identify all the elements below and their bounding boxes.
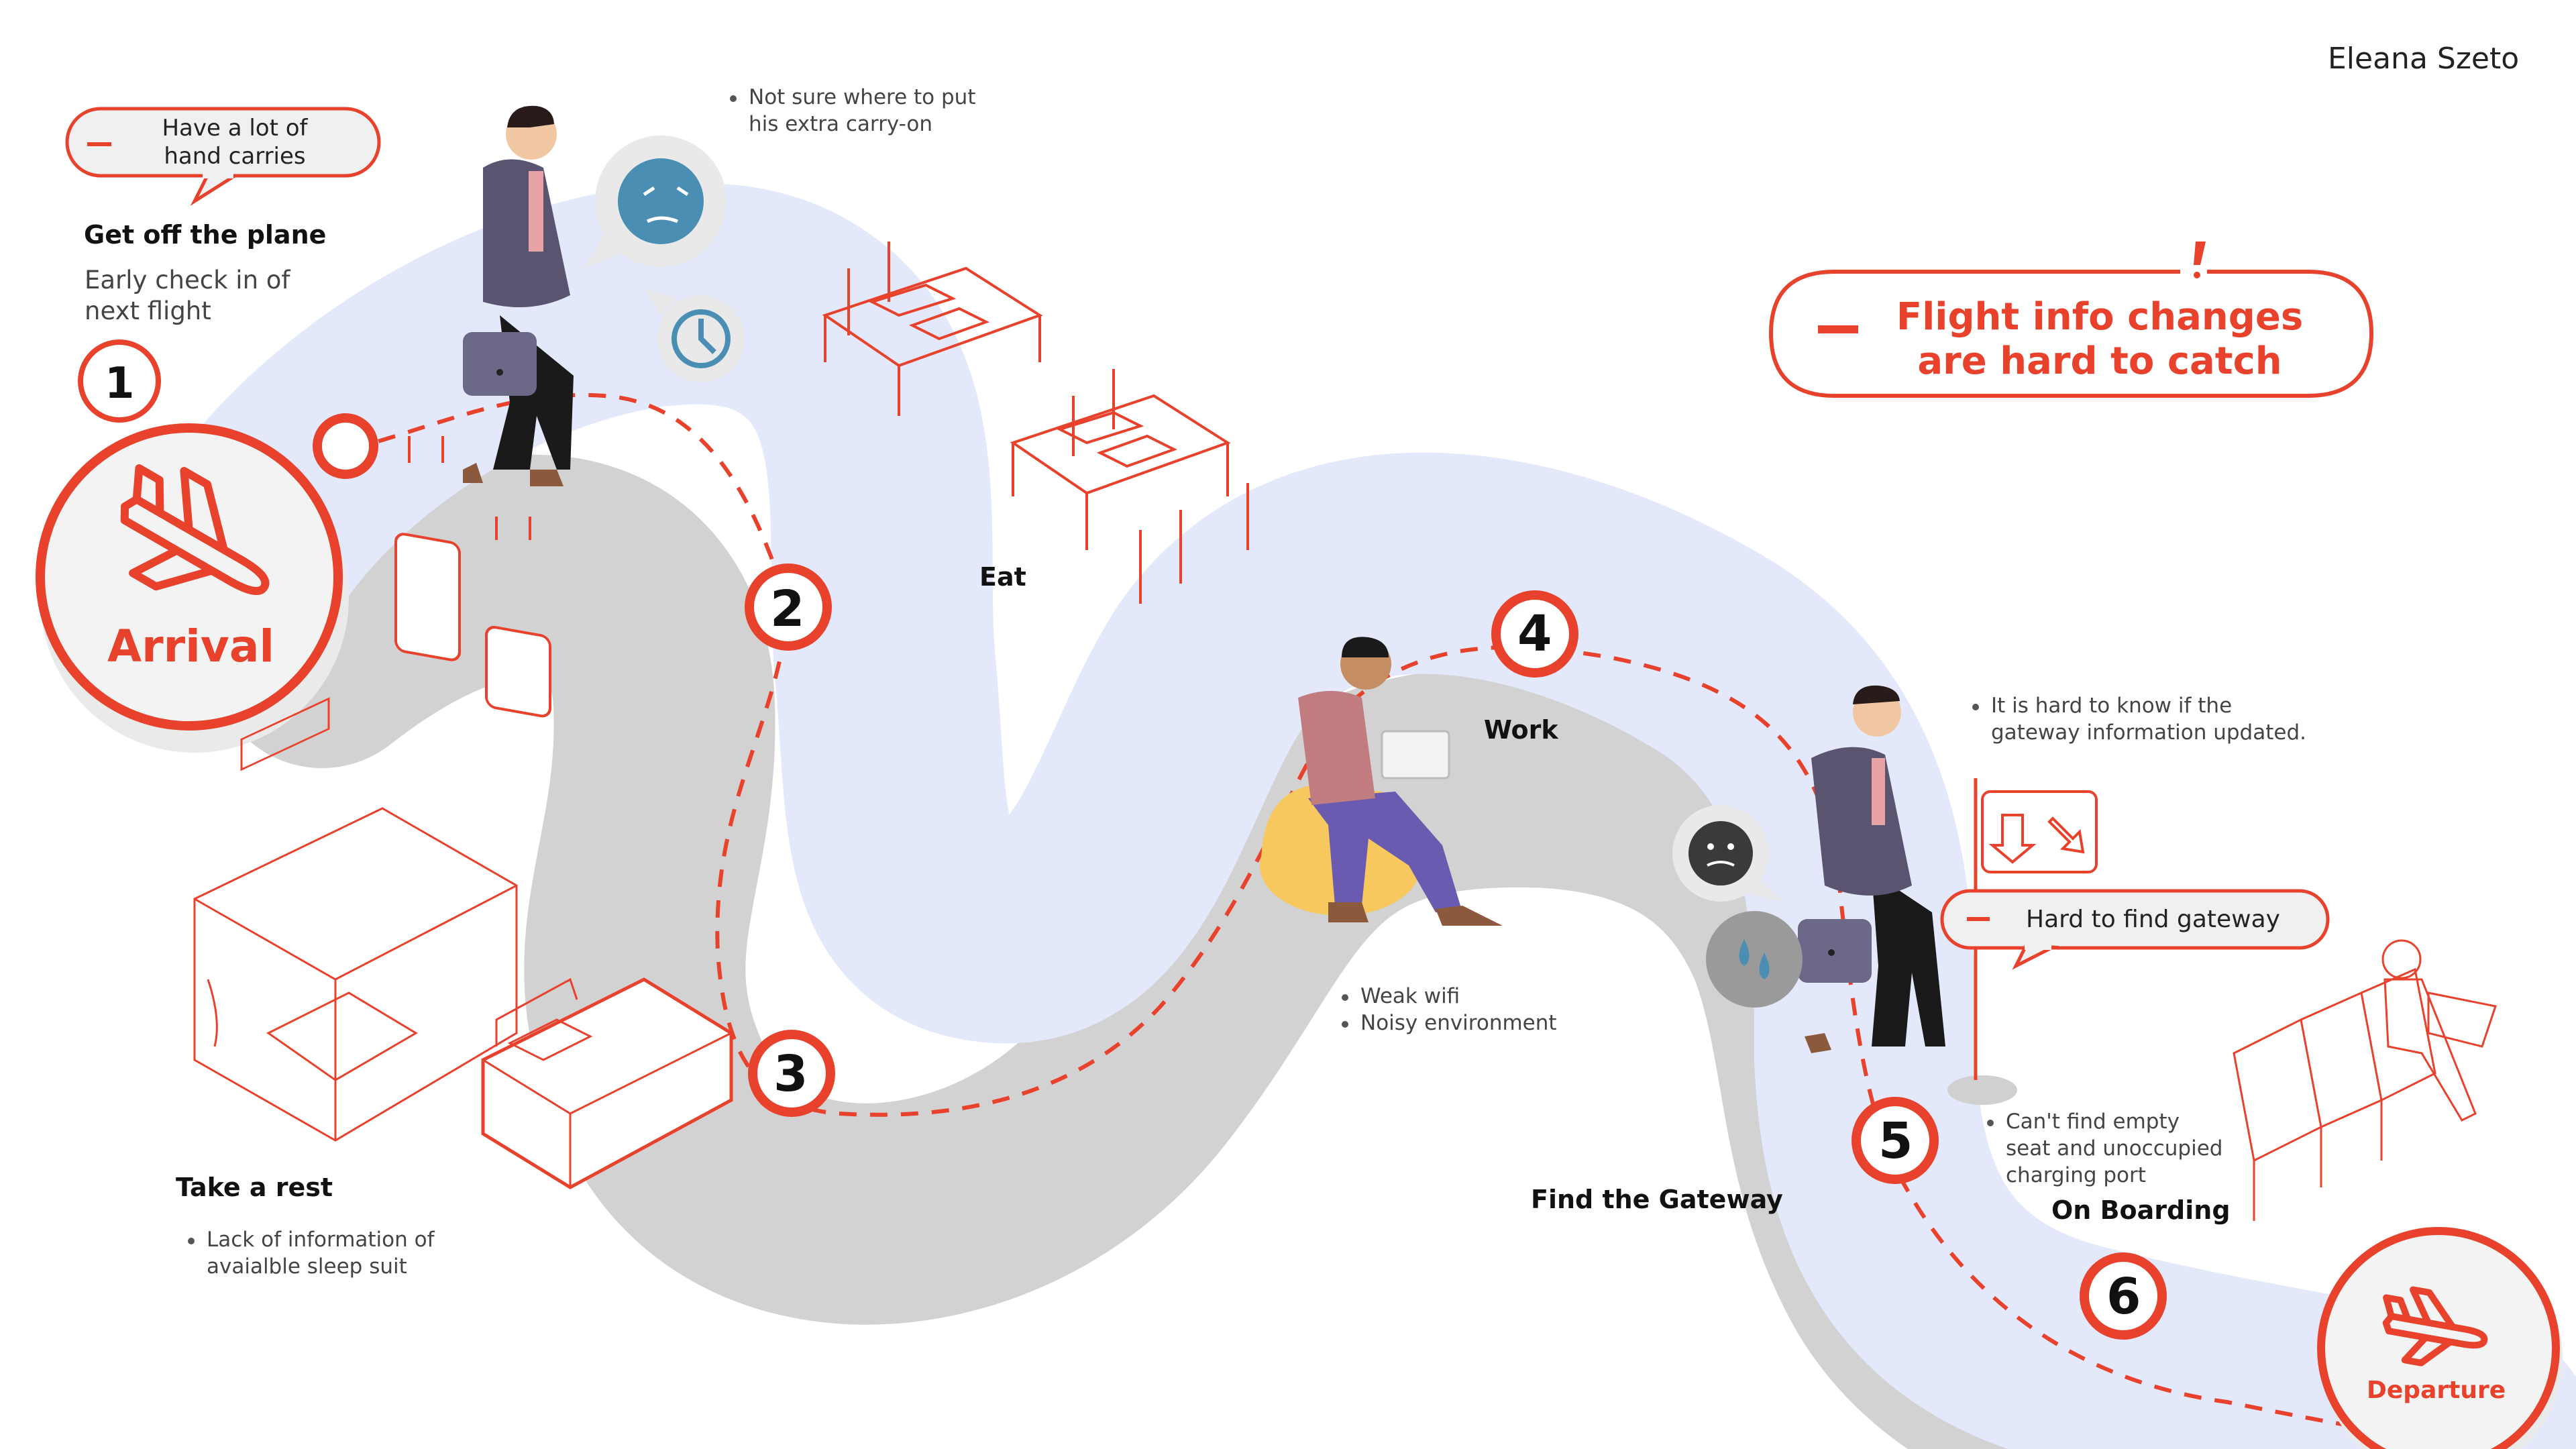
step-6-number: 6 bbox=[2106, 1268, 2141, 1326]
step-4-title: Work bbox=[1484, 715, 1558, 745]
luggage-illustration bbox=[394, 436, 551, 718]
step-1-number: 1 bbox=[105, 359, 135, 409]
step-3-number: 3 bbox=[773, 1045, 808, 1103]
carry-on-note: Not sure where to put his extra carry-on bbox=[730, 84, 975, 138]
rest-note: Lack of information of avaialble sleep s… bbox=[188, 1226, 435, 1280]
gateway-callout-text: Hard to find gateway bbox=[2026, 906, 2280, 933]
worried-face-icon bbox=[1688, 821, 1753, 885]
flight-info-callout bbox=[1768, 241, 2374, 398]
author-name: Eleana Szeto bbox=[2328, 42, 2520, 76]
step-markers bbox=[78, 339, 2167, 1340]
step-5-title: Find the Gateway bbox=[1531, 1185, 1783, 1214]
step-2-marker bbox=[745, 564, 832, 651]
arrival-station bbox=[36, 423, 349, 753]
traveler-phone-illustration bbox=[1798, 685, 1945, 1053]
airplane-icon bbox=[120, 464, 270, 595]
confused-thought-bubble bbox=[584, 136, 745, 382]
sweat-drops-icon bbox=[1739, 939, 1770, 979]
step-6-marker bbox=[2080, 1252, 2167, 1340]
step-1-marker bbox=[78, 339, 161, 423]
stress-thought-bubbles bbox=[1672, 805, 1803, 1008]
step-3-marker bbox=[748, 1030, 835, 1117]
step-4-number: 4 bbox=[1517, 605, 1552, 663]
airplane-icon bbox=[2382, 1286, 2488, 1366]
departure-label: Departure bbox=[2367, 1377, 2506, 1404]
hand-carries-text: Have a lot of hand carries bbox=[162, 115, 308, 170]
clock-icon bbox=[672, 309, 731, 368]
step-6-title: On Boarding bbox=[2051, 1195, 2231, 1225]
step-3-title: Take a rest bbox=[176, 1173, 333, 1202]
dining-tables-illustration bbox=[822, 241, 1249, 604]
direction-sign-icon bbox=[1988, 814, 2085, 864]
boarding-seats-illustration bbox=[2233, 939, 2497, 1221]
step-4-marker bbox=[1491, 590, 1578, 678]
traveler-working-illustration bbox=[1260, 637, 1503, 926]
step-1-title: Get off the plane bbox=[84, 220, 327, 250]
exclamation-icon bbox=[2194, 241, 2206, 278]
worried-face-icon bbox=[618, 158, 704, 244]
traveler-walking-illustration bbox=[463, 105, 574, 486]
flight-info-text: Flight info changes are hard to catch bbox=[1896, 295, 2304, 383]
step-5-marker bbox=[1851, 1097, 1939, 1184]
boarding-note: Can't find empty seat and unoccupied cha… bbox=[1987, 1108, 2222, 1189]
hotel-room-illustration bbox=[193, 697, 733, 1189]
gateway-note: It is hard to know if the gateway inform… bbox=[1972, 692, 2306, 746]
gateway-callout bbox=[1940, 889, 2330, 970]
step-2-number: 2 bbox=[770, 580, 805, 638]
step-5-number: 5 bbox=[1878, 1112, 1913, 1170]
gateway-sign bbox=[1947, 778, 2098, 1105]
departure-station bbox=[2317, 1227, 2563, 1449]
hand-carries-callout bbox=[65, 107, 381, 206]
work-note: Weak wifi Noisy environment bbox=[1342, 983, 1557, 1036]
step-1-subtitle: Early check in of next flight bbox=[85, 266, 290, 325]
arrival-label: Arrival bbox=[107, 621, 274, 672]
route-start-ring bbox=[313, 413, 378, 479]
step-2-title: Eat bbox=[979, 562, 1026, 592]
